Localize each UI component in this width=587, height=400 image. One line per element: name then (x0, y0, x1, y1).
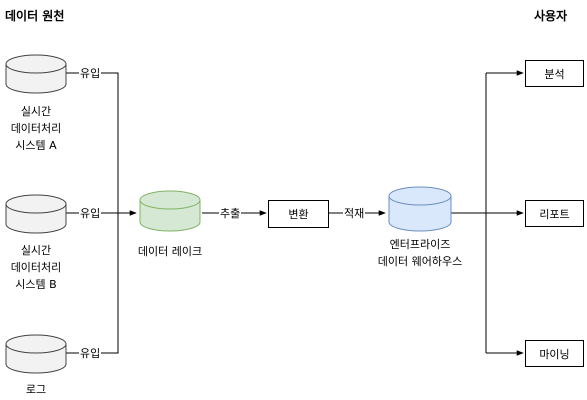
consumer-mining[interactable]: 마이닝 (525, 340, 584, 367)
cylinder-source-b[interactable] (5, 194, 67, 234)
data-lake-label: 데이터 레이크 (137, 245, 203, 258)
source-b-label: 실시간 데이터처리 시스템 B (0, 242, 72, 293)
source-a-line1: 실시간 (20, 105, 52, 118)
source-a-line3: 시스템 A (15, 139, 57, 152)
log-line1: 로그 (25, 383, 47, 396)
transform-box[interactable]: 변환 (268, 200, 329, 228)
consumer-report[interactable]: 리포트 (525, 200, 584, 227)
log-label: 로그 (0, 381, 72, 398)
header-sources: 데이터 원천 (5, 9, 65, 23)
data-warehouse-label: 엔터프라이즈 데이터 웨어하우스 (360, 236, 480, 270)
source-a-line2: 데이터처리 (10, 122, 62, 135)
cylinder-data-lake[interactable] (139, 190, 201, 232)
consumer-analysis[interactable]: 분석 (525, 60, 584, 87)
warehouse-line1: 엔터프라이즈 (389, 238, 451, 251)
cylinder-log[interactable] (5, 334, 67, 374)
warehouse-line2: 데이터 웨어하우스 (377, 255, 463, 268)
edge-label-inflow-a: 유입 (79, 67, 102, 80)
cylinder-source-a[interactable] (5, 54, 67, 94)
cylinder-data-warehouse[interactable] (388, 186, 452, 232)
edge-label-load: 적재 (343, 207, 366, 220)
edge-label-extract: 추출 (219, 207, 242, 220)
edge-label-inflow-log: 유입 (79, 347, 102, 360)
source-b-line3: 시스템 B (15, 278, 57, 291)
source-b-line2: 데이터처리 (10, 261, 62, 274)
header-users: 사용자 (534, 9, 568, 23)
edge-source-a-to-lake (66, 72, 136, 214)
source-b-line1: 실시간 (20, 244, 52, 257)
source-a-label: 실시간 데이터처리 시스템 A (0, 103, 72, 154)
edge-label-inflow-b: 유입 (79, 207, 102, 220)
edge-log-to-lake (66, 213, 119, 354)
